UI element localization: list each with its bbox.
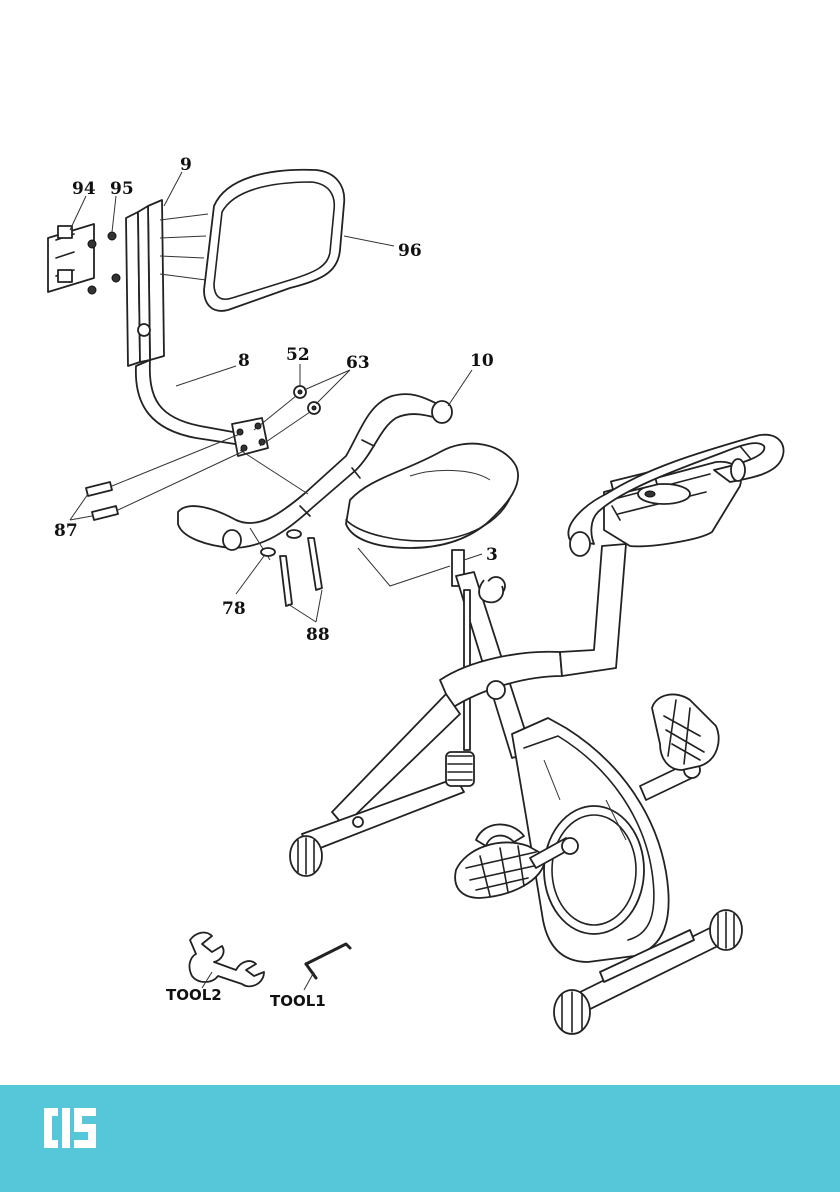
label-95: 95 bbox=[110, 179, 134, 199]
flywheel-housing bbox=[512, 718, 669, 962]
label-63: 63 bbox=[346, 353, 370, 373]
label-8: 8 bbox=[238, 351, 250, 371]
label-tool2: TOOL2 bbox=[166, 986, 222, 1004]
label-78: 78 bbox=[222, 599, 246, 619]
bolts-87 bbox=[86, 434, 246, 520]
label-52: 52 bbox=[286, 345, 310, 365]
label-94: 94 bbox=[72, 179, 96, 199]
label-87: 87 bbox=[54, 521, 78, 541]
allen-key-icon bbox=[306, 944, 350, 978]
label-9: 9 bbox=[180, 155, 192, 175]
label-tool1: TOOL1 bbox=[270, 992, 326, 1010]
pins-88 bbox=[280, 538, 322, 606]
label-96: 96 bbox=[398, 241, 422, 261]
label-88: 88 bbox=[306, 625, 330, 645]
assembly-diagram: 9 94 95 96 8 52 63 10 87 3 78 88 TOOL2 T… bbox=[0, 0, 840, 1085]
wrench-icon bbox=[189, 933, 264, 987]
cs-logo-icon bbox=[40, 1104, 100, 1152]
pedal-right bbox=[652, 694, 719, 770]
label-3: 3 bbox=[486, 545, 498, 565]
backrest-post-9 bbox=[126, 200, 208, 366]
footer-bar bbox=[0, 1085, 840, 1192]
backrest-pad-96 bbox=[204, 170, 344, 311]
backrest-bracket-94 bbox=[48, 224, 94, 292]
label-10: 10 bbox=[470, 351, 494, 371]
backrest-tube-8 bbox=[136, 360, 268, 456]
